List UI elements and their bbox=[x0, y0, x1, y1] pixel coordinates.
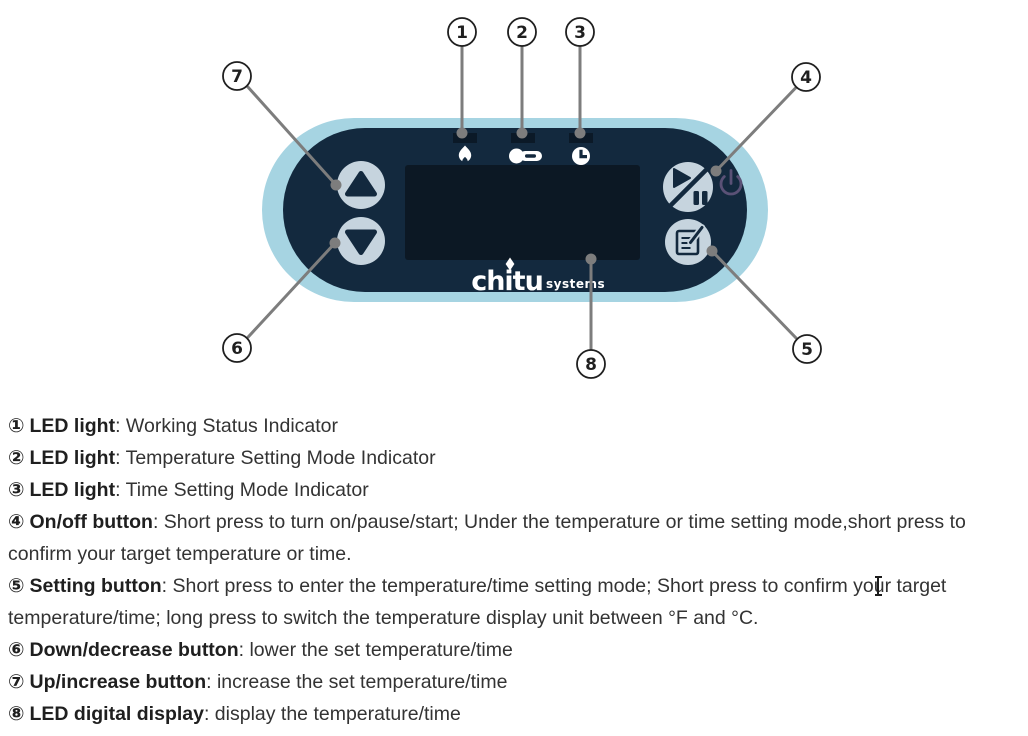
up-button bbox=[337, 161, 385, 209]
thermometer-icon bbox=[509, 148, 542, 164]
callout-line-7 bbox=[245, 84, 338, 187]
legend-label-8: LED digital display bbox=[29, 703, 204, 725]
callout-dot-3 bbox=[574, 127, 586, 139]
callout-1-number: 1 bbox=[456, 23, 468, 43]
brand-suffix: systems bbox=[546, 277, 605, 291]
callout-6 bbox=[222, 333, 252, 363]
legend-num-2: ② bbox=[8, 446, 25, 469]
brand-name: chitu bbox=[471, 266, 543, 297]
power-icon bbox=[719, 169, 743, 196]
on-off-button bbox=[663, 162, 713, 212]
callout-dot-6 bbox=[329, 237, 341, 249]
legend-desc-4: : Short press to turn on/pause/start; Un… bbox=[8, 511, 966, 565]
callout-8-number: 8 bbox=[585, 355, 597, 375]
callout-5 bbox=[792, 334, 822, 364]
led-window-working-status bbox=[453, 133, 477, 143]
clock-icon bbox=[572, 147, 590, 165]
legend-desc-3: : Time Setting Mode Indicator bbox=[115, 479, 369, 501]
play-pause-icon bbox=[668, 166, 710, 208]
legend-num-6: ⑥ bbox=[8, 638, 25, 661]
callout-7 bbox=[222, 61, 252, 91]
legend-desc-7: : increase the set temperature/time bbox=[206, 671, 508, 693]
callout-line-4 bbox=[714, 85, 798, 173]
legend-label-6: Down/decrease button bbox=[29, 639, 239, 661]
legend-num-3: ③ bbox=[8, 478, 25, 501]
callout-dot-1 bbox=[456, 127, 468, 139]
callout-1 bbox=[447, 17, 477, 47]
callout-line-6 bbox=[245, 241, 337, 340]
legend-label-1: LED light bbox=[29, 415, 116, 437]
callout-3 bbox=[565, 17, 595, 47]
callout-6-number: 6 bbox=[231, 339, 243, 359]
legend-num-1: ① bbox=[8, 414, 25, 437]
callout-dot-8 bbox=[585, 253, 597, 265]
callout-dot-4 bbox=[710, 165, 722, 177]
text-cursor bbox=[874, 576, 882, 596]
up-arrow-icon bbox=[345, 171, 377, 197]
legend-desc-2: : Temperature Setting Mode Indicator bbox=[115, 447, 436, 469]
legend-num-7: ⑦ bbox=[8, 670, 25, 693]
device-panel: chitu systems bbox=[262, 118, 768, 302]
callout-bubbles: 1 2 3 4 5 6 7 8 bbox=[222, 17, 822, 379]
legend-label-5: Setting button bbox=[29, 575, 162, 597]
legend-num-8: ⑧ bbox=[8, 702, 25, 725]
legend-num-4: ④ bbox=[8, 510, 25, 533]
callout-line-5 bbox=[710, 249, 799, 341]
callout-lines bbox=[245, 46, 799, 350]
callout-3-number: 3 bbox=[574, 23, 586, 43]
callout-2-number: 2 bbox=[516, 23, 528, 43]
legend-num-5: ⑤ bbox=[8, 574, 25, 597]
callout-4 bbox=[791, 62, 821, 92]
callout-dot-2 bbox=[516, 127, 528, 139]
legend-label-7: Up/increase button bbox=[29, 671, 207, 693]
legend-label-2: LED light bbox=[29, 447, 116, 469]
legend-desc-6: : lower the set temperature/time bbox=[238, 639, 513, 661]
control-panel-diagram: chitu systems 1 bbox=[222, 17, 822, 379]
callout-8 bbox=[576, 349, 606, 379]
callout-2 bbox=[507, 17, 537, 47]
callout-5-number: 5 bbox=[801, 340, 813, 360]
setting-button bbox=[665, 219, 711, 265]
callout-7-number: 7 bbox=[231, 67, 243, 87]
brand-diamond-icon bbox=[505, 257, 515, 271]
legend-label-4: On/off button bbox=[29, 511, 153, 533]
callout-4-number: 4 bbox=[800, 68, 812, 88]
legend-desc-5: : Short press to enter the temperature/t… bbox=[8, 575, 947, 629]
legend-desc-8: : display the temperature/time bbox=[203, 703, 461, 725]
legend-desc-1: : Working Status Indicator bbox=[115, 415, 339, 437]
legend-label-3: LED light bbox=[29, 479, 116, 501]
callout-dot-7 bbox=[330, 179, 342, 191]
callout-dot-5 bbox=[706, 245, 718, 257]
flame-icon bbox=[458, 145, 472, 164]
edit-note-icon bbox=[675, 224, 706, 256]
down-button bbox=[337, 217, 385, 265]
led-digital-display bbox=[405, 165, 640, 260]
down-arrow-icon bbox=[345, 229, 377, 255]
